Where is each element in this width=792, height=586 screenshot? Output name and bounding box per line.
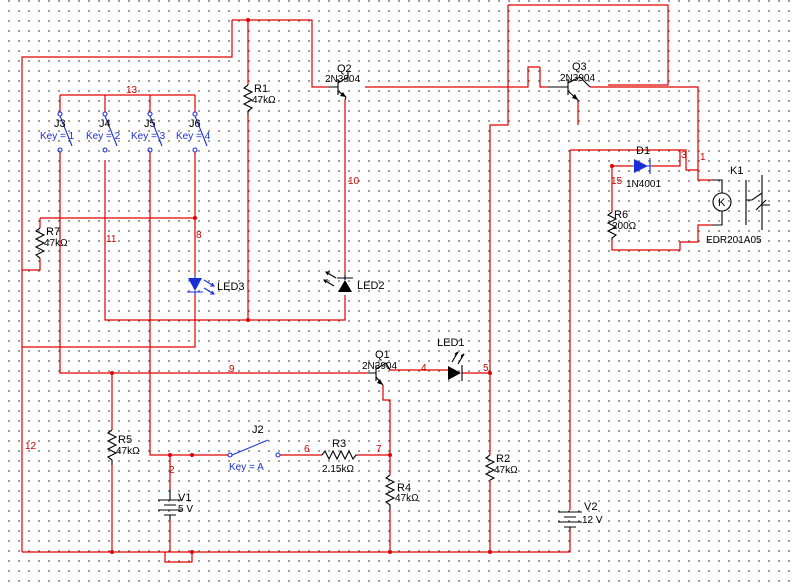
component-ref: Q3 <box>572 61 587 73</box>
component-ref: J5 <box>144 118 156 130</box>
net-label: 7 <box>376 444 382 455</box>
junction-dot <box>110 371 114 375</box>
component-ref: V1 <box>178 492 191 504</box>
junction-dot <box>488 550 492 554</box>
switch-j2[interactable]: J2 Key = A <box>227 424 281 473</box>
net-label: 12 <box>25 441 37 452</box>
component-ref: D1 <box>636 145 650 157</box>
component-ref: J2 <box>252 424 264 436</box>
net-label: 5 <box>483 363 489 374</box>
net-label: 1 <box>700 152 706 163</box>
component-ref: J4 <box>99 118 111 130</box>
junction-dot <box>488 371 492 375</box>
resistor-r6[interactable]: R6 200Ω <box>606 209 637 240</box>
component-ref: R5 <box>118 434 132 446</box>
relay-coil-letter: K <box>718 197 726 209</box>
switch-key: Key = 3 <box>131 131 166 142</box>
transistor-q3[interactable]: Q3 2N3904 <box>548 61 595 102</box>
component-value: 47kΩ <box>44 238 68 249</box>
net-label: 4 <box>421 363 427 374</box>
net-label: 9 <box>229 364 235 375</box>
net-label: 3 <box>681 150 687 161</box>
component-value: 2N3904 <box>325 74 360 85</box>
transistor-q1[interactable]: Q1 2N3904 <box>362 349 397 386</box>
led-led3[interactable]: LED3 <box>187 275 245 295</box>
resistor-r3[interactable]: R3 2.15kΩ <box>321 438 358 475</box>
net-label: 8 <box>196 230 202 241</box>
junction-dot <box>388 453 392 457</box>
component-value: 2N3904 <box>362 361 397 372</box>
junction-dot <box>190 453 194 457</box>
component-ref: R4 <box>397 482 411 494</box>
component-value: 2N3904 <box>560 73 595 84</box>
component-value: EDR201A05 <box>706 235 762 246</box>
component-ref: LED3 <box>217 281 245 293</box>
led-led2[interactable]: LED2 <box>322 271 385 292</box>
component-ref: V2 <box>584 501 597 513</box>
switch-key: Key = 1 <box>40 131 75 142</box>
junction-dot <box>193 216 197 220</box>
component-ref: K1 <box>730 165 743 177</box>
component-ref: Q2 <box>337 63 352 75</box>
net-label: 13 <box>126 85 138 96</box>
switch-j5[interactable]: J5 Key = 3 <box>131 111 166 153</box>
net-label: 11 <box>106 234 117 245</box>
battery-v1[interactable]: V1 5 V <box>158 490 193 520</box>
switch-j3[interactable]: J3 Key = 1 <box>40 111 75 153</box>
switch-key: Key = 4 <box>176 131 211 142</box>
net-label: 6 <box>304 444 310 455</box>
net-label: 2 <box>169 465 175 476</box>
junction-dot <box>388 550 392 554</box>
resistor-r1[interactable]: R1 47kΩ <box>242 83 276 115</box>
junction-dots <box>110 18 614 554</box>
junction-dot <box>168 453 172 457</box>
resistor-r4[interactable]: R4 47kΩ <box>384 474 419 510</box>
component-ref: R1 <box>254 83 268 95</box>
junction-dot <box>246 18 250 22</box>
component-value: 47kΩ <box>494 465 518 476</box>
component-ref: R2 <box>496 453 510 465</box>
component-value: 47kΩ <box>395 493 419 504</box>
component-ref: R3 <box>332 438 346 450</box>
component-value: 1N4001 <box>626 179 661 190</box>
component-ref: LED1 <box>437 337 465 349</box>
diode-d1[interactable]: D1 1N4001 <box>626 145 661 190</box>
component-ref: Q1 <box>375 349 390 361</box>
net-label: 10 <box>348 176 360 187</box>
net-labels: 13 10 11 8 9 4 5 12 2 6 7 3 1 15 <box>25 85 706 476</box>
component-ref: R6 <box>614 209 628 221</box>
junction-dot <box>110 550 114 554</box>
component-ref: R7 <box>46 226 60 238</box>
resistor-r5[interactable]: R5 47kΩ <box>106 429 140 465</box>
component-value: 5 V <box>178 504 193 515</box>
switch-j4[interactable]: J4 Key = 2 <box>86 111 121 153</box>
wires <box>21 4 712 563</box>
resistor-r2[interactable]: R2 47kΩ <box>484 453 518 481</box>
transistor-q2[interactable]: Q2 2N3904 <box>325 63 360 101</box>
component-value: 12 V <box>582 515 603 526</box>
net-label: 15 <box>611 176 623 187</box>
battery-v2[interactable]: V2 12 V <box>558 501 603 530</box>
led-led1[interactable]: LED1 <box>437 337 465 381</box>
junction-dot <box>246 318 250 322</box>
junction-dot <box>610 164 614 168</box>
component-value: 2.15kΩ <box>322 464 354 475</box>
switch-j6[interactable]: J6 Key = 4 <box>176 111 211 153</box>
relay-k1[interactable]: K K1 EDR201A05 <box>706 165 770 246</box>
junction-dot <box>190 550 194 554</box>
component-ref: J6 <box>189 118 201 130</box>
component-value: 200Ω <box>612 221 637 232</box>
component-ref: LED2 <box>357 280 385 292</box>
component-value: 47kΩ <box>116 446 140 457</box>
component-ref: J3 <box>54 118 66 130</box>
component-value: 47kΩ <box>252 95 276 106</box>
switch-key: Key = A <box>229 462 264 473</box>
resistor-r7[interactable]: R7 47kΩ <box>34 226 68 259</box>
switch-key: Key = 2 <box>86 131 121 142</box>
